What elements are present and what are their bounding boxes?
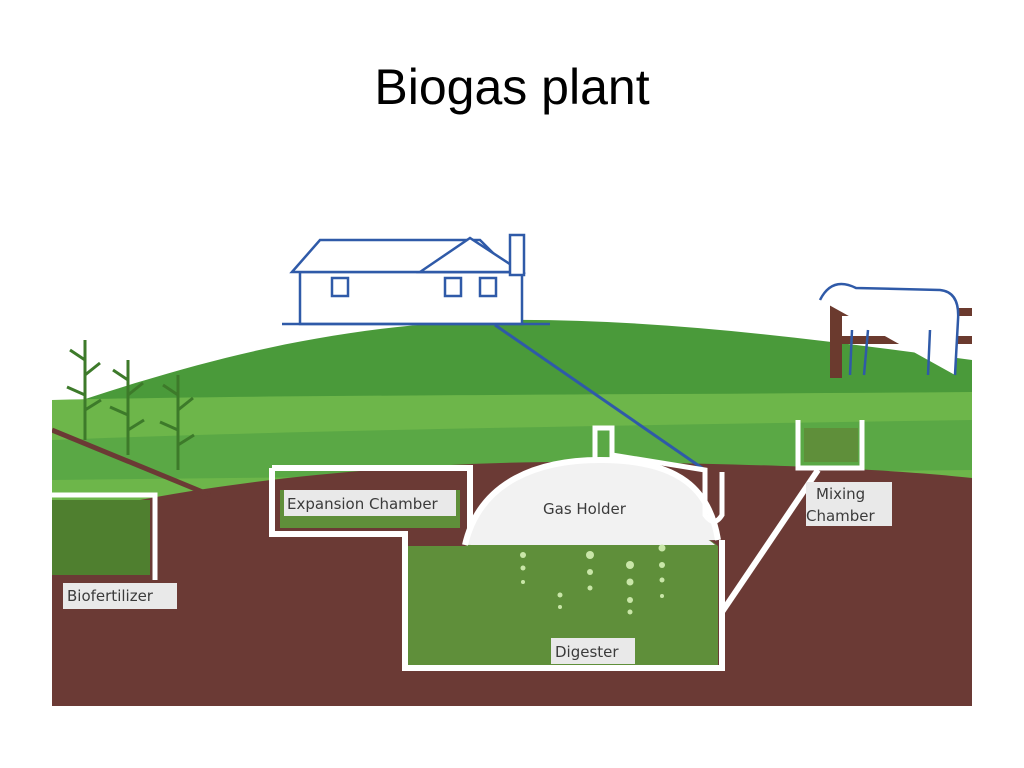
inlet-pipe [719,468,821,614]
mixing-chamber-slurry [804,428,858,462]
farmhouse [282,233,550,326]
biofertilizer-label-box [63,583,177,609]
gas-outlet [592,425,725,524]
biofertilizer-pit [52,500,150,575]
mixing-chamber-label-line2: Chamber [806,507,876,525]
cow [818,282,960,376]
mixing-chamber-label-box [806,482,892,526]
diagram-panel [52,233,972,706]
gas-bubbles [520,544,666,615]
gas-pipe [494,323,706,472]
outlet-slope [52,427,211,498]
digester-slurry [408,525,718,665]
biofertilizer-label: Biofertilizer [67,587,154,605]
expansion-chamber-wall [269,465,725,671]
digester-label-box [551,638,635,664]
mixing-chamber-wall [795,420,865,471]
digester-label: Digester [555,643,619,661]
gas-holder-inner [470,525,715,545]
mixing-chamber-label-line1: Mixing [816,485,865,503]
expansion-chamber-label: Expansion Chamber [287,495,439,513]
gas-holder-label: Gas Holder [543,500,627,518]
biofertilizer-outline [52,492,158,580]
expansion-chamber-label-box [284,490,456,516]
corn-plants [66,340,195,470]
page-title: Biogas plant [374,59,650,115]
